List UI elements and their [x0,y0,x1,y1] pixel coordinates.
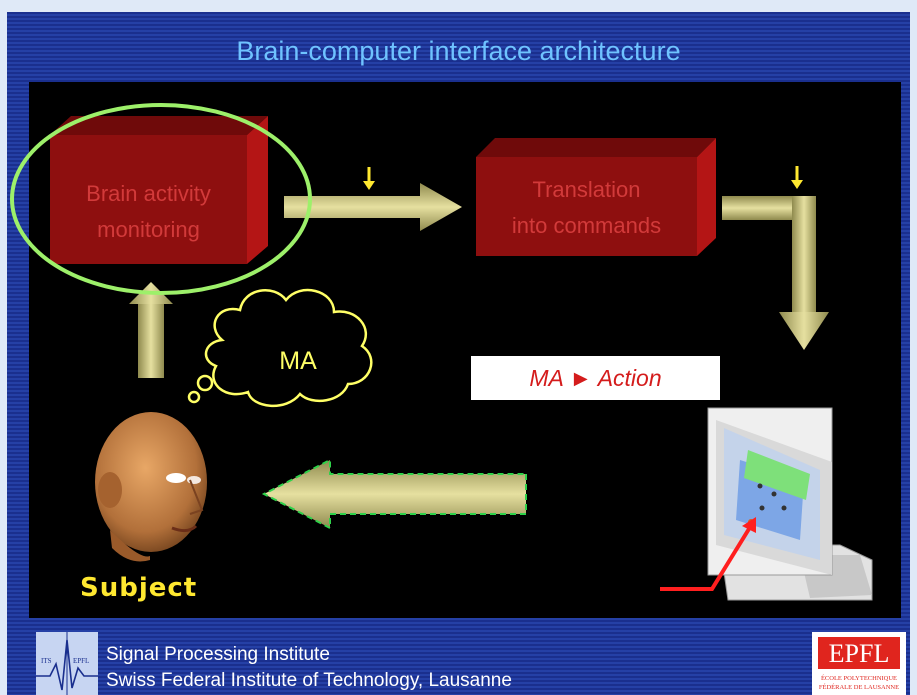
brain-activity-line2: monitoring [97,217,200,242]
brain-activity-label: Brain activity monitoring [50,176,247,248]
institute-name: Signal Processing Institute [106,644,330,665]
slide-title: Brain-computer interface architecture [236,36,681,66]
translation-line1: Translation [532,177,641,202]
brain-activity-box [50,116,268,264]
arrow-to-brain-box [129,282,173,378]
arrow-to-computer [722,196,829,350]
highlight-ellipse [10,103,312,295]
thought-label: MA [279,347,317,375]
head-icon [95,412,207,562]
small-arrow-2 [791,166,803,189]
translation-box [476,138,716,256]
epfl-logo-sub2: FÉDÉRALE DE LAUSANNE [819,683,899,691]
translation-label: Translation into commands [476,172,697,244]
epfl-logo-main: EPFL [829,639,890,668]
brain-activity-line1: Brain activity [86,181,211,206]
arrow-to-translation [284,183,462,231]
thought-cloud-icon [187,288,373,408]
rule-label: MA ► Action [471,356,720,400]
translation-line2: into commands [511,213,662,238]
computer-icon [660,407,873,601]
its-logo-text: ITS [41,657,52,665]
feedback-arrow [261,458,527,530]
university-name: Swiss Federal Institute of Technology, L… [106,670,512,691]
epfl-logo-sub1: ÉCOLE POLYTECHNIQUE [821,674,897,682]
small-arrow-1 [363,167,375,190]
its-logo-text-2: EPFL [73,657,89,665]
its-logo: ITS EPFL [36,632,98,695]
subject-label: Subject [80,573,198,603]
epfl-logo: EPFL ÉCOLE POLYTECHNIQUE FÉDÉRALE DE LAU… [812,632,906,695]
